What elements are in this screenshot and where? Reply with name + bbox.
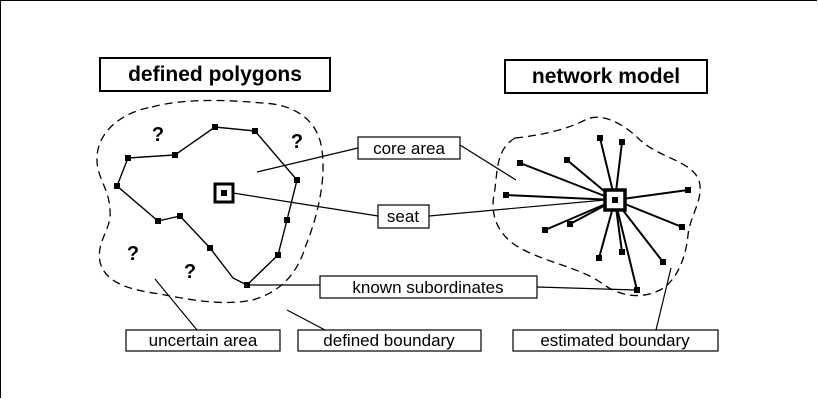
label-seat: seat <box>377 204 430 229</box>
core-area-label: core area <box>373 139 445 158</box>
uncertain-area-outline <box>96 99 324 304</box>
defined-boundary-label: defined boundary <box>323 331 455 350</box>
left-title-box <box>99 57 331 92</box>
right-panel: network model <box>492 59 708 297</box>
left-seat-symbol <box>213 182 235 204</box>
seat-label: seat <box>387 207 419 226</box>
defined-boundary-polygon <box>116 126 298 286</box>
uncertain-area-label: uncertain area <box>149 331 258 350</box>
question-mark-1: ? <box>152 124 164 146</box>
estimated-boundary-outline <box>492 116 701 297</box>
leader-lines <box>154 144 672 331</box>
question-mark-2: ? <box>291 131 303 153</box>
estimated-boundary-label: estimated boundary <box>540 331 690 350</box>
network-nodes <box>503 135 691 293</box>
right-title-box <box>504 59 708 94</box>
question-mark-4: ? <box>184 261 196 283</box>
label-uncertain-area: uncertain area <box>125 329 281 352</box>
polygon-vertices <box>114 124 300 288</box>
network-spokes <box>505 137 689 291</box>
right-seat-symbol <box>603 188 627 212</box>
right-title: network model <box>532 65 680 88</box>
left-panel: defined polygons ? ? ? ? <box>96 57 331 304</box>
left-title: defined polygons <box>128 63 302 86</box>
label-estimated-boundary: estimated boundary <box>512 329 719 352</box>
question-mark-3: ? <box>127 243 139 265</box>
label-defined-boundary: defined boundary <box>297 329 482 352</box>
label-core-area: core area <box>357 136 461 160</box>
label-known-subordinates: known subordinates <box>319 275 538 299</box>
known-subordinates-label: known subordinates <box>352 278 503 297</box>
